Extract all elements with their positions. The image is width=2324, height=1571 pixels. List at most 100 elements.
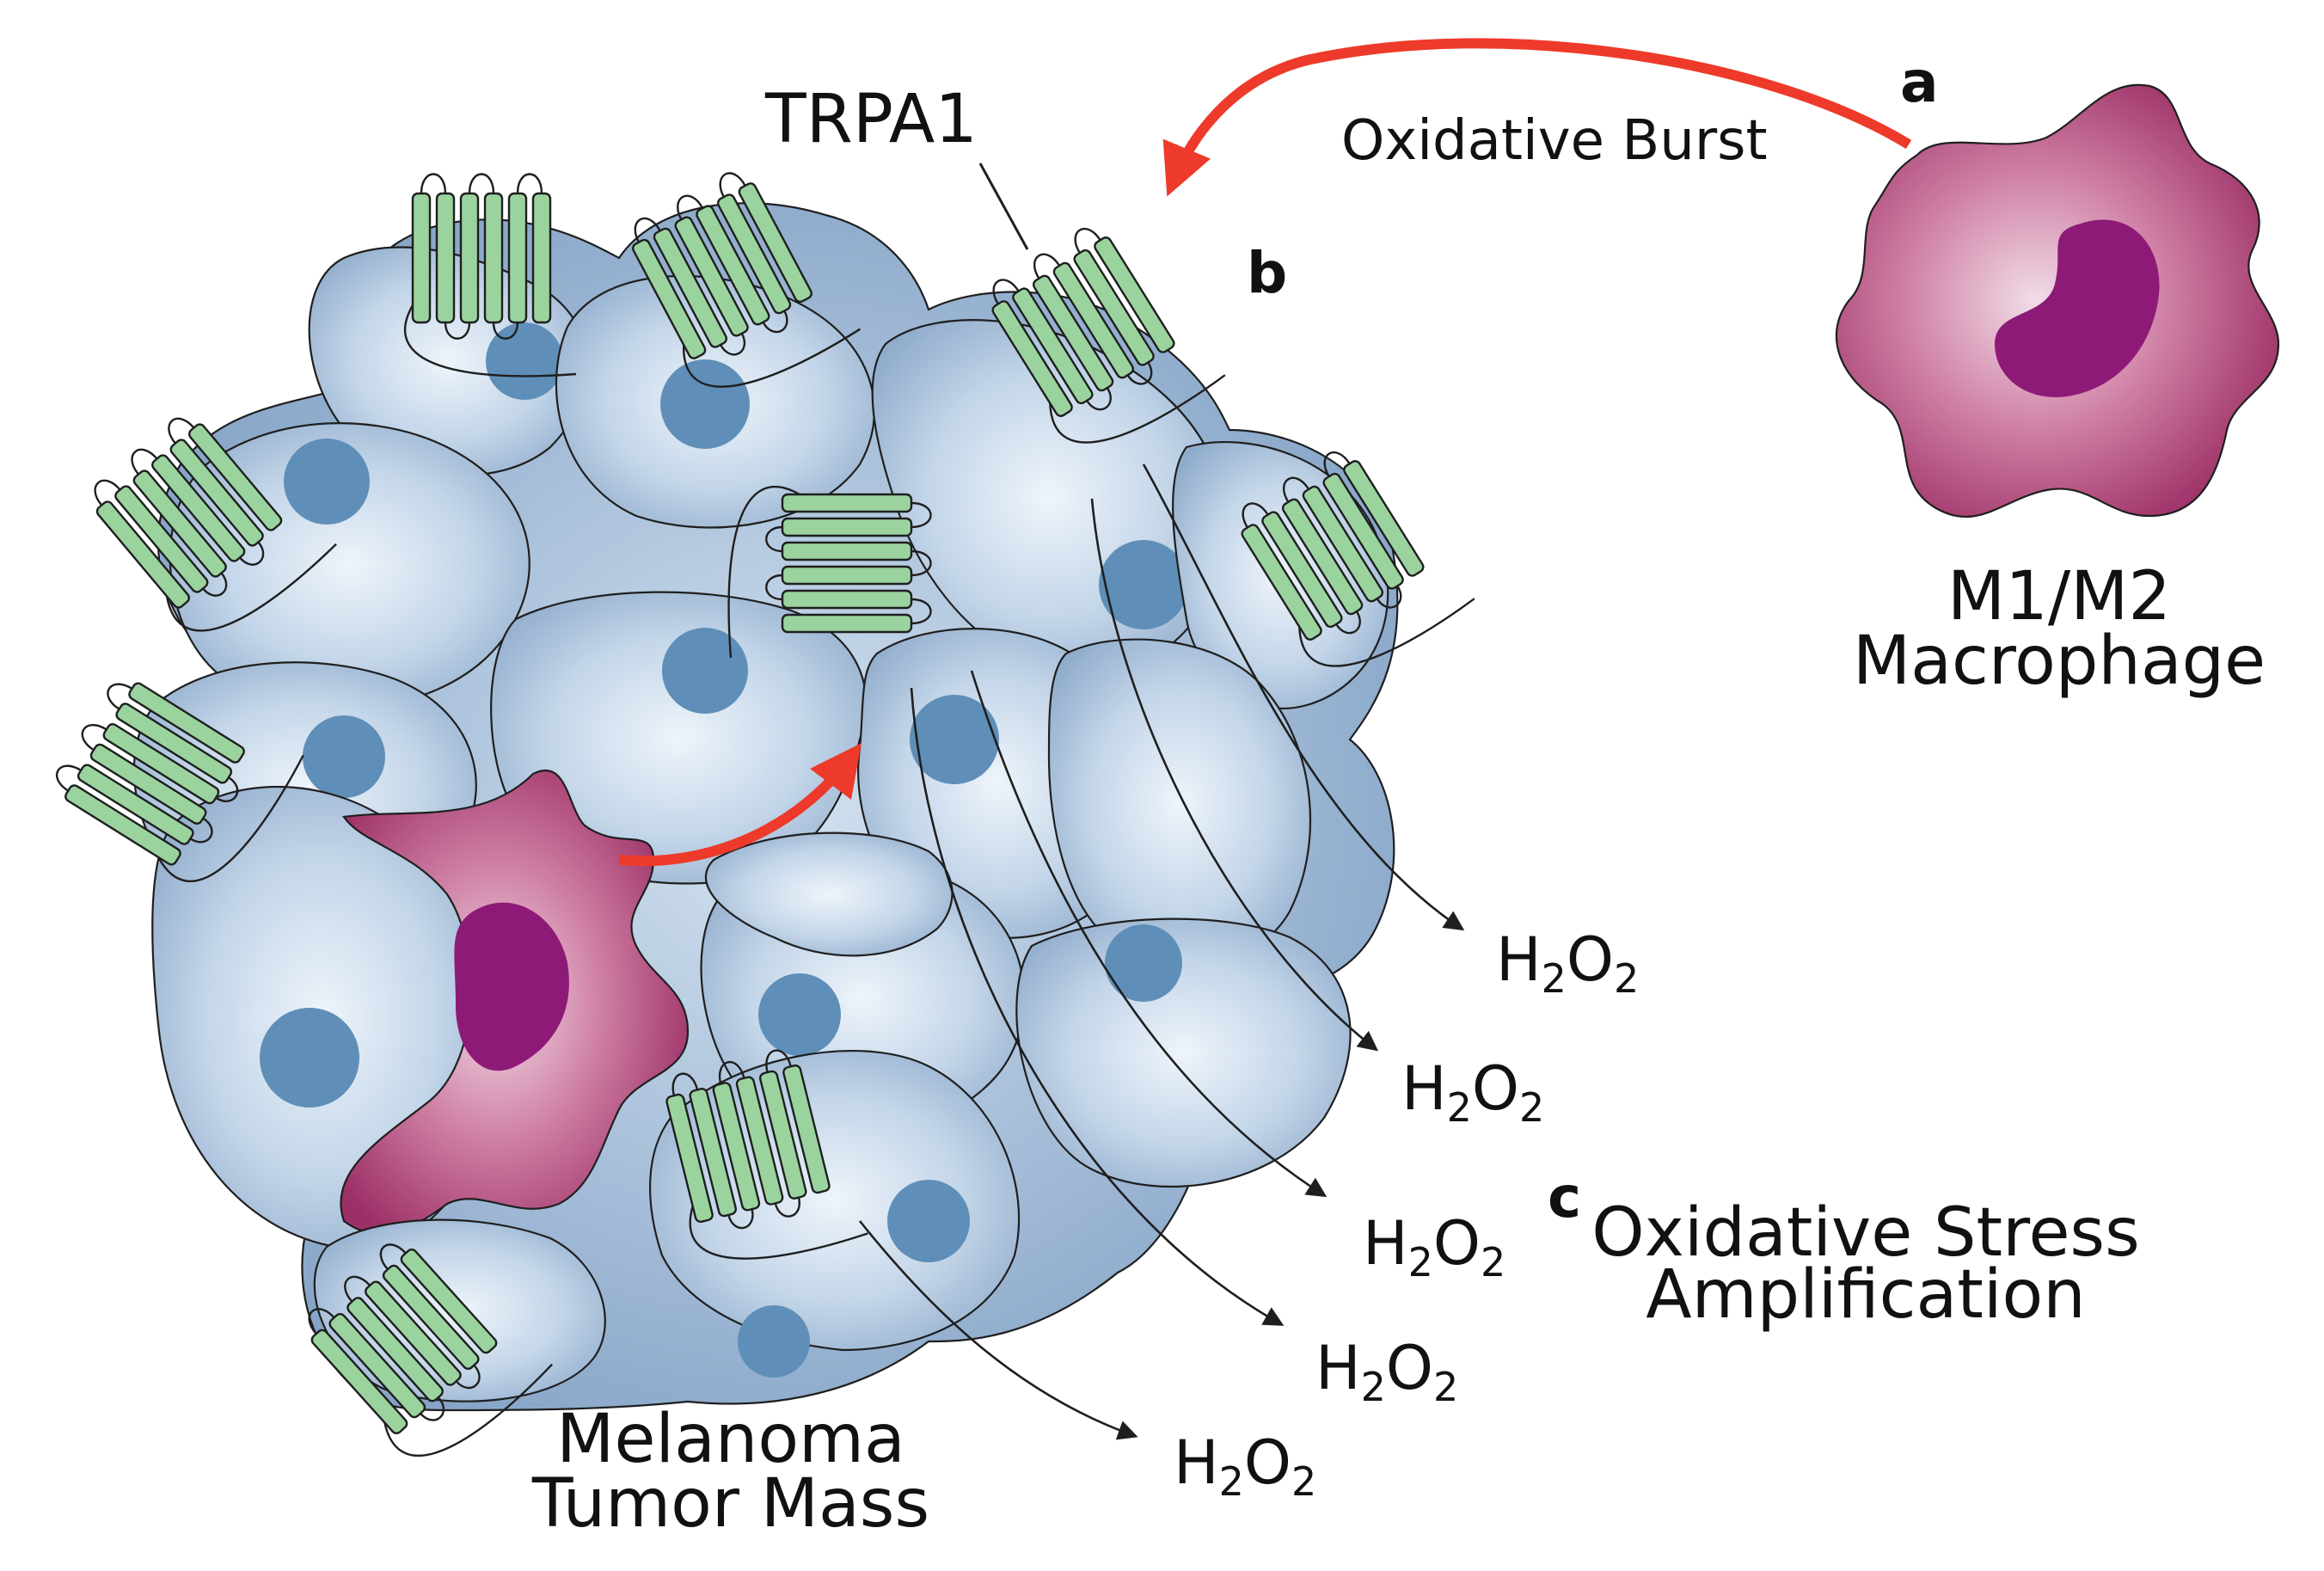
svg-text:H2O2: H2O2 (1315, 1333, 1458, 1410)
transmembrane-helix (114, 485, 209, 593)
trpa1-channel (1241, 451, 1475, 667)
macrophage-nucleus (454, 902, 569, 1071)
trpa1-leader-line (978, 163, 1029, 250)
cell-nucleus (738, 1305, 810, 1378)
transmembrane-helix (400, 1249, 498, 1354)
h2o2-arrow (858, 1220, 1138, 1440)
transmembrane-helix (781, 517, 913, 537)
h2o2-arrow (910, 687, 1285, 1326)
tumor-cell (648, 1050, 1021, 1352)
h2o2-label: H2O2 (1315, 1333, 1458, 1410)
transmembrane-helix (188, 423, 283, 531)
transmembrane-helix (781, 589, 913, 610)
transmembrane-helix (77, 764, 194, 845)
transmembrane-helix (346, 1297, 444, 1402)
trpa1-channel (727, 485, 932, 659)
oxidative-burst-arrow (1162, 38, 1912, 197)
transmembrane-helix (712, 1082, 761, 1212)
transmembrane-helix (1322, 472, 1404, 590)
cell-nucleus (910, 695, 999, 784)
transmembrane-helix (89, 743, 207, 825)
transmembrane-helix (781, 565, 913, 586)
transmembrane-helix (1032, 274, 1114, 392)
trpa1-channel (665, 1049, 868, 1260)
cell-nucleus (260, 1008, 359, 1108)
transmembrane-helix (115, 703, 233, 784)
transmembrane-helix (435, 192, 456, 324)
transmembrane-helix (735, 1076, 784, 1206)
transmembrane-helix (1343, 460, 1425, 577)
cell-nucleus (284, 439, 370, 525)
panel-b-label: b (1247, 240, 1287, 306)
transmembrane-helix (459, 192, 480, 324)
h2o2-label: H2O2 (1174, 1427, 1316, 1505)
macrophage-label-line2: Macrophage (1853, 623, 2266, 700)
svg-text:H2O2: H2O2 (1363, 1208, 1505, 1286)
transmembrane-helix (310, 1329, 408, 1434)
transmembrane-helix (782, 1064, 831, 1194)
transmembrane-helix (1094, 236, 1175, 353)
h2o2-label: H2O2 (1401, 1053, 1544, 1131)
panel-c-label: c (1548, 1164, 1581, 1230)
transmembrane-helix (781, 613, 913, 634)
stress-label-line2: Amplification (1646, 1256, 2085, 1334)
tumor-cell (704, 832, 954, 957)
transmembrane-helix (132, 469, 227, 578)
trpa1-channel (991, 228, 1226, 444)
cell-nucleus (887, 1180, 970, 1262)
transmembrane-helix (1302, 485, 1384, 603)
transmembrane-helix (169, 439, 264, 547)
cell-nucleus (758, 973, 841, 1056)
transmembrane-helix (128, 682, 245, 764)
cell-nucleus (303, 715, 385, 798)
transmembrane-helix (738, 182, 812, 304)
oxidative-burst-label: Oxidative Burst (1341, 109, 1768, 173)
transmembrane-helix (483, 192, 504, 324)
stress-label-line1: Oxidative Stress (1591, 1194, 2139, 1272)
svg-text:H2O2: H2O2 (1174, 1427, 1316, 1505)
transmembrane-helix (758, 1070, 807, 1200)
h2o2-arrow (970, 670, 1328, 1198)
h2o2-arrows (858, 463, 1465, 1440)
transmembrane-helix (689, 1088, 738, 1218)
trpa1-channel (308, 1243, 553, 1457)
internal-burst-arrow (618, 743, 862, 867)
transmembrane-helix (95, 500, 190, 609)
transmembrane-helix (781, 493, 913, 513)
cell-nucleus (1105, 924, 1182, 1002)
transmembrane-helix (531, 192, 552, 324)
transmembrane-helix (653, 227, 728, 348)
transmembrane-helix (696, 205, 770, 326)
trpa1-channels (56, 172, 1475, 1457)
transmembrane-helix (674, 216, 749, 337)
transmembrane-helix (1073, 249, 1155, 366)
tumor-label-line2: Tumor Mass (531, 1465, 929, 1543)
m1-m2-macrophage (1835, 83, 2280, 518)
h2o2-label: H2O2 (1363, 1208, 1505, 1286)
svg-text:H2O2: H2O2 (1496, 924, 1639, 1002)
tumor-label-line1: Melanoma (556, 1401, 905, 1478)
transmembrane-helix (1241, 524, 1322, 641)
trpa1-channel (632, 172, 862, 388)
tumor-cell (1015, 917, 1352, 1188)
transmembrane-helix (1261, 511, 1343, 629)
transmembrane-helix (991, 300, 1073, 417)
cell-nucleus (486, 322, 563, 400)
macrophage-nucleus (1995, 219, 2160, 397)
cell-nucleus (662, 628, 748, 714)
transmembrane-helix (1012, 287, 1094, 405)
h2o2-arrow (1142, 463, 1465, 931)
cell-nucleus (1099, 540, 1188, 629)
trpa1-channel (56, 682, 304, 882)
trpa1-channel (94, 417, 337, 632)
h2o2-arrow (1090, 498, 1379, 1052)
transmembrane-helix (328, 1312, 426, 1419)
transmembrane-helix (365, 1280, 462, 1386)
transmembrane-helix (64, 784, 181, 866)
transmembrane-helix (102, 722, 220, 805)
transmembrane-helix (781, 541, 913, 562)
h2o2-label: H2O2 (1496, 924, 1639, 1002)
panel-a-label: a (1900, 49, 1939, 115)
